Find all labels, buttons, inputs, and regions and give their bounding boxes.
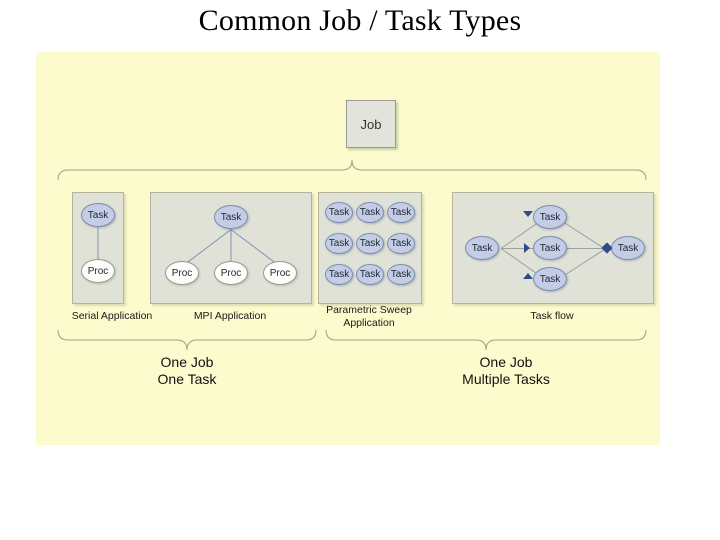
node-label: Proc xyxy=(87,265,109,277)
summary-line1: One Job xyxy=(479,354,533,370)
taskflow-branch-node-3[interactable]: Task xyxy=(533,267,567,291)
parametric-task-node-3[interactable]: Task xyxy=(387,202,415,223)
panel-serial-caption: Serial Application xyxy=(52,310,172,323)
taskflow-branch-node-2[interactable]: Task xyxy=(533,236,567,260)
mpi-proc-node-2[interactable]: Proc xyxy=(214,261,248,285)
node-label: Task xyxy=(390,207,412,218)
serial-link xyxy=(97,227,99,260)
caption-text: Task flow xyxy=(530,310,574,322)
caption-text-line1: Parametric Sweep xyxy=(326,304,412,316)
taskflow-source-node[interactable]: Task xyxy=(465,236,499,260)
node-label: Task xyxy=(539,211,561,223)
node-label: Task xyxy=(328,238,350,249)
parametric-task-node-5[interactable]: Task xyxy=(356,233,384,254)
summary-line2: Multiple Tasks xyxy=(462,371,550,387)
node-label: Proc xyxy=(171,267,193,279)
panel-serial-application: Task Proc xyxy=(72,192,124,304)
node-label: Task xyxy=(328,207,350,218)
parametric-task-node-6[interactable]: Task xyxy=(387,233,415,254)
node-label: Task xyxy=(87,209,109,221)
summary-one-job-multiple-tasks: One Job Multiple Tasks xyxy=(426,354,586,388)
panel-mpi-caption: MPI Application xyxy=(170,310,290,323)
top-brace xyxy=(57,159,647,181)
parametric-task-node-2[interactable]: Task xyxy=(356,202,384,223)
taskflow-arrow-right-icon xyxy=(524,243,530,253)
serial-task-node[interactable]: Task xyxy=(81,203,115,227)
mpi-proc-node-3[interactable]: Proc xyxy=(263,261,297,285)
summary-one-job-one-task: One Job One Task xyxy=(127,354,247,388)
caption-text-line2: Application xyxy=(343,317,395,329)
node-label: Task xyxy=(359,238,381,249)
diagram-canvas: Job Task Proc Serial Application Task xyxy=(36,52,660,445)
node-label: Task xyxy=(390,269,412,280)
parametric-task-node-8[interactable]: Task xyxy=(356,264,384,285)
summary-line2: One Task xyxy=(157,371,217,387)
node-label: Task xyxy=(617,242,639,254)
taskflow-branch-node-1[interactable]: Task xyxy=(533,205,567,229)
panel-task-flow: Task Task Task Task Task xyxy=(452,192,654,304)
panel-mpi-application: Task Proc Proc Proc xyxy=(150,192,312,304)
job-box[interactable]: Job xyxy=(346,100,396,148)
bottom-brace-right xyxy=(325,329,647,351)
node-label: Task xyxy=(359,269,381,280)
parametric-task-node-4[interactable]: Task xyxy=(325,233,353,254)
taskflow-sink-node[interactable]: Task xyxy=(611,236,645,260)
node-label: Task xyxy=(328,269,350,280)
panel-taskflow-caption: Task flow xyxy=(492,310,612,323)
node-label: Proc xyxy=(220,267,242,279)
caption-text: Serial Application xyxy=(71,310,153,322)
node-label: Task xyxy=(390,238,412,249)
caption-text: MPI Application xyxy=(193,310,267,322)
taskflow-link-out-mid xyxy=(558,248,608,249)
node-label: Task xyxy=(539,273,561,285)
taskflow-arrow-down-icon xyxy=(523,211,533,217)
page-title: Common Job / Task Types xyxy=(198,4,522,37)
node-label: Task xyxy=(471,242,493,254)
parametric-task-node-7[interactable]: Task xyxy=(325,264,353,285)
node-label: Task xyxy=(359,207,381,218)
parametric-task-node-9[interactable]: Task xyxy=(387,264,415,285)
node-label: Task xyxy=(220,211,242,223)
taskflow-link-in-mid xyxy=(501,248,546,249)
node-label: Proc xyxy=(269,267,291,279)
panel-parametric-sweep: Task Task Task Task Task Task Task Task … xyxy=(318,192,422,304)
node-label: Task xyxy=(539,242,561,254)
parametric-task-node-1[interactable]: Task xyxy=(325,202,353,223)
bottom-brace-left xyxy=(57,329,317,351)
mpi-task-node[interactable]: Task xyxy=(214,205,248,229)
summary-line1: One Job xyxy=(160,354,214,370)
panel-parametric-caption: Parametric Sweep Application xyxy=(309,304,429,330)
serial-proc-node[interactable]: Proc xyxy=(81,259,115,283)
taskflow-arrow-up-icon xyxy=(523,273,533,279)
job-box-label: Job xyxy=(360,116,382,132)
mpi-proc-node-1[interactable]: Proc xyxy=(165,261,199,285)
